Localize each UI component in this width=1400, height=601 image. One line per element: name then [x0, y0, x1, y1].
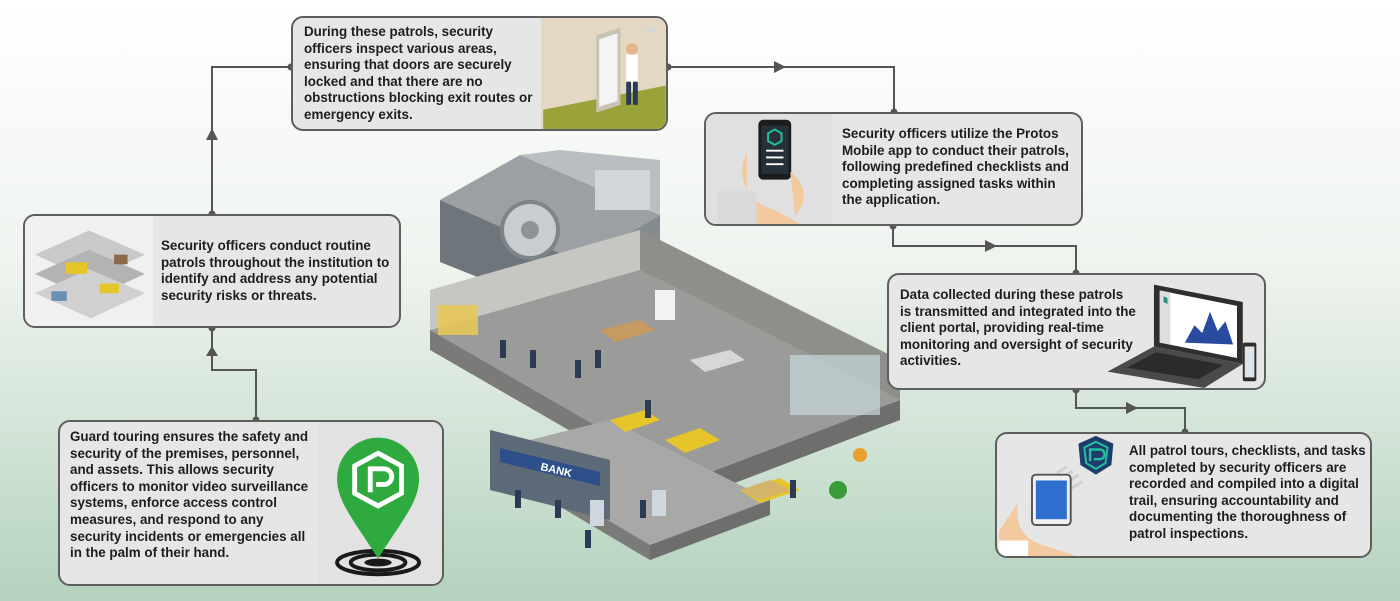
- door-inspection-icon: [541, 18, 666, 129]
- laptop-dashboard-icon: [1095, 275, 1264, 388]
- step-text-client-portal: Data collected during these patrols is t…: [900, 287, 1136, 369]
- step-text-guard-touring: Guard touring ensures the safety and sec…: [70, 429, 309, 561]
- step-card-digital-trail: All patrol tours, checklists, and tasks …: [995, 432, 1372, 558]
- step-card-inspect-areas: During these patrols, security officers …: [291, 16, 668, 131]
- location-pin-icon: [318, 422, 442, 584]
- step-card-client-portal: Data collected during these patrols is t…: [887, 273, 1266, 390]
- step-text-inspect-areas: During these patrols, security officers …: [304, 24, 533, 122]
- phone-checklist-icon: [706, 114, 832, 224]
- step-text-routine-patrols: Security officers conduct routine patrol…: [161, 238, 390, 303]
- phone-transmit-icon: [997, 434, 1127, 556]
- step-text-protos-app: Security officers utilize the Protos Mob…: [842, 126, 1069, 208]
- patrol-floorplan-illustration: [25, 216, 153, 326]
- step-card-guard-touring: Guard touring ensures the safety and sec…: [58, 420, 444, 586]
- step-card-routine-patrols: Security officers conduct routine patrol…: [23, 214, 401, 328]
- step-card-protos-app: Security officers utilize the Protos Mob…: [704, 112, 1083, 226]
- step-text-digital-trail: All patrol tours, checklists, and tasks …: [1129, 443, 1366, 541]
